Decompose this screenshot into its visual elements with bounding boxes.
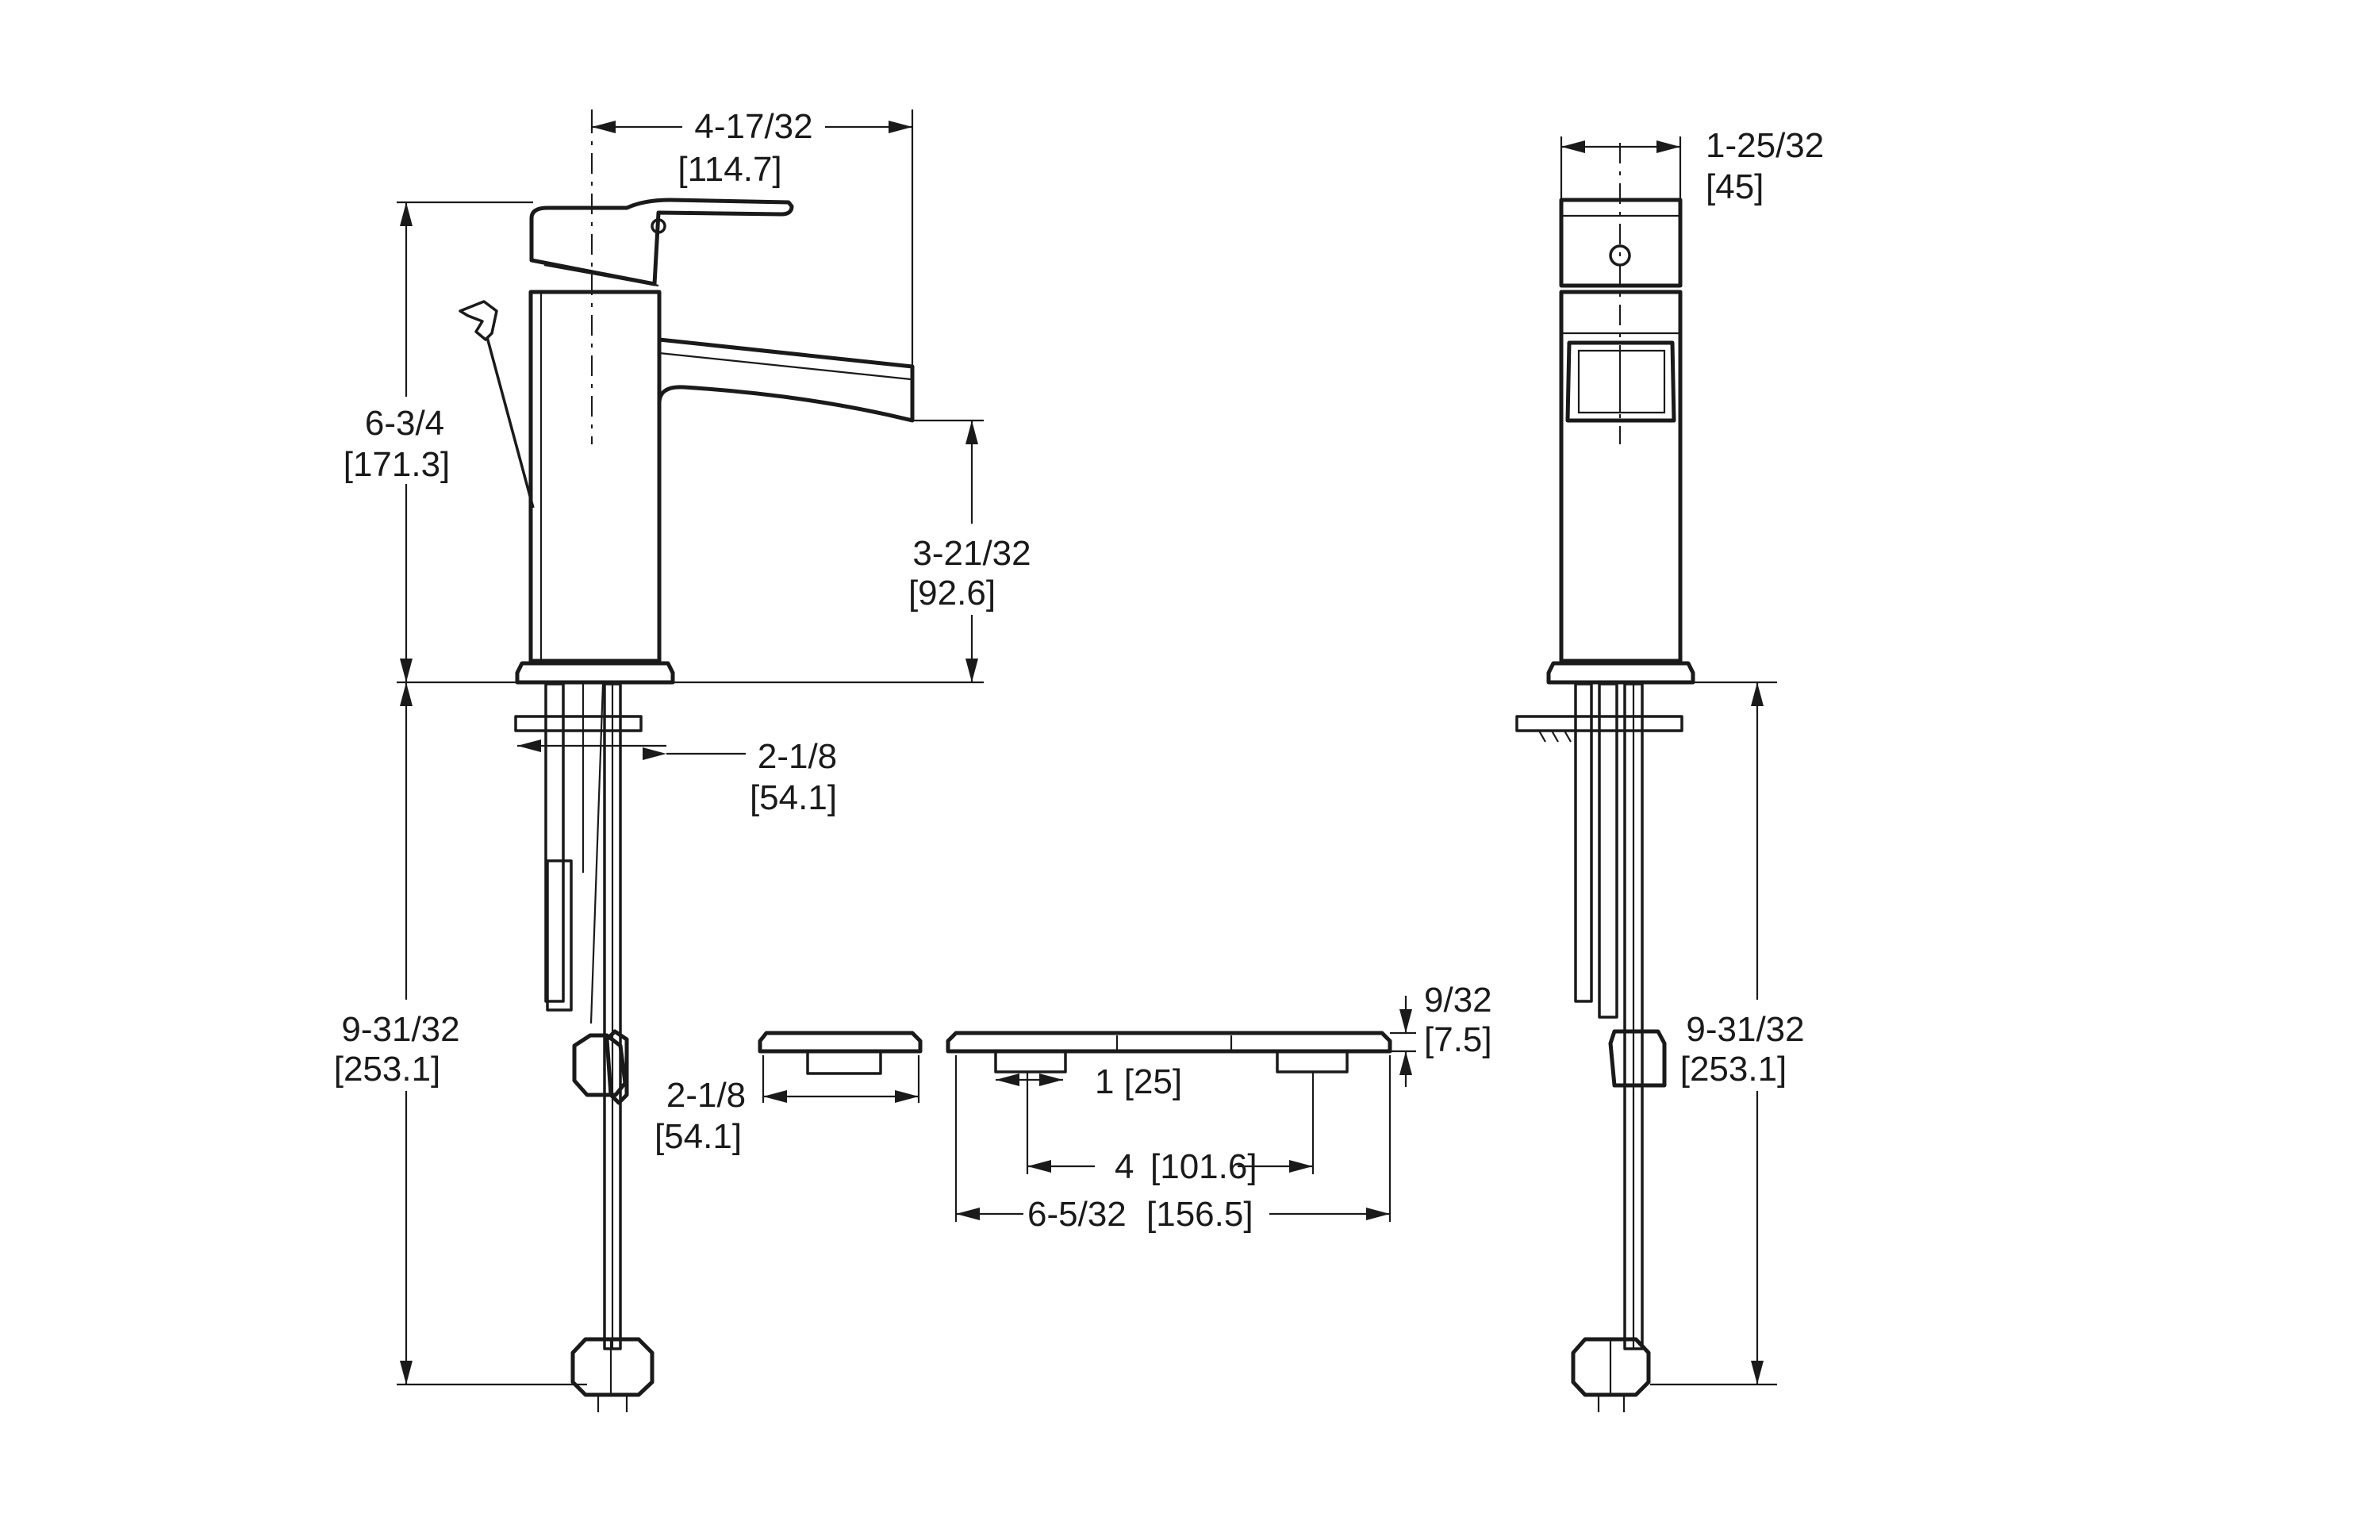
handle-lever xyxy=(529,198,794,286)
deckplate-boss-right xyxy=(1276,1050,1349,1073)
front-handle-hole xyxy=(1609,244,1631,267)
spout-arrow-top xyxy=(965,421,978,444)
deck-arrow-left xyxy=(517,739,541,752)
supply-front-inch-label: 9-31/32 xyxy=(1686,1010,1804,1049)
spout xyxy=(657,337,915,423)
lift-rod-knob xyxy=(459,300,498,341)
reach-arrow-left xyxy=(592,121,616,133)
thick-arrow-top xyxy=(1399,1009,1412,1033)
thick-arrow-bottom xyxy=(1399,1051,1412,1075)
cable-clip-tab xyxy=(605,1029,629,1105)
supply-front-arrow-top xyxy=(1751,682,1764,706)
front-rod xyxy=(1598,682,1618,1019)
front-escutcheon xyxy=(1546,661,1695,685)
gasket-inch-label: 2-1/8 xyxy=(666,1076,746,1115)
gasket-top xyxy=(758,1031,923,1054)
gasket-view: 2-1/8 [54.1] xyxy=(654,1031,923,1156)
height-inch-label: 6-3/4 xyxy=(365,404,444,443)
supply-side-arrow-top xyxy=(400,682,413,706)
front-spout-inner xyxy=(1577,349,1666,414)
gasket-arrow-left xyxy=(763,1090,787,1103)
supply-front-arrow-bottom xyxy=(1751,1361,1764,1384)
length-inch-label: 6-5/32 xyxy=(1027,1195,1127,1234)
spout-mm-label: [92.6] xyxy=(908,574,996,613)
shank xyxy=(544,682,565,1003)
width-arrow-left xyxy=(1561,140,1585,153)
spacing-arrow-left xyxy=(1027,1160,1051,1173)
valve-body xyxy=(528,290,662,663)
front-handle xyxy=(1559,198,1683,288)
thick-inch-label: 9/32 xyxy=(1424,981,1492,1020)
base-escutcheon xyxy=(515,661,675,685)
spacing-inch-label: 4 xyxy=(1115,1147,1134,1186)
length-mm-label: [156.5] xyxy=(1146,1195,1253,1234)
height-arrow-bottom xyxy=(400,659,413,682)
gasket-boss xyxy=(806,1050,882,1075)
supply-side-arrow-bottom xyxy=(400,1361,413,1384)
gasket-mm-label: [54.1] xyxy=(654,1117,742,1156)
lift-rod xyxy=(486,336,535,509)
spout-inch-label: 3-21/32 xyxy=(912,534,1031,573)
supply-side-inch-label: 9-31/32 xyxy=(341,1010,459,1049)
gasket-arrow-right xyxy=(895,1090,919,1103)
front-body xyxy=(1559,290,1683,663)
spacing-mm-label: [101.6] xyxy=(1150,1147,1257,1186)
front-view-dimensions: 1-25/32 [45] 9-31/32 [253.1] xyxy=(1560,126,1824,1386)
handle-underside xyxy=(543,263,659,287)
hole-arrow-left xyxy=(996,1073,1019,1086)
height-arrow-top xyxy=(400,202,413,226)
length-arrow-right xyxy=(1366,1208,1390,1220)
spout-top-edge xyxy=(658,351,912,381)
deckplate xyxy=(946,1031,1392,1054)
deckplate-boss-left xyxy=(994,1050,1067,1073)
deckplate-view: 9/32 [7.5] 1 [25] 4 [101.6] 6-5/32 [156.… xyxy=(946,981,1492,1234)
supply-nut xyxy=(570,1337,654,1397)
mounting-nut xyxy=(514,715,643,732)
deck-inch-label: 2-1/8 xyxy=(758,737,837,776)
hole-inch-label: 1 xyxy=(1095,1062,1114,1101)
side-view xyxy=(459,113,915,1412)
reach-inch-label: 4-17/32 xyxy=(694,107,812,146)
deck-mm-label: [54.1] xyxy=(750,778,837,817)
thick-mm-label: [7.5] xyxy=(1424,1020,1492,1059)
side-view-dimensions: 4-17/32 [114.7] 6-3/4 [171.3] 3-21/32 [9… xyxy=(334,107,1031,1386)
pop-up-body xyxy=(546,859,573,1012)
hole-label: 1 [25] xyxy=(1095,1062,1182,1101)
spacing-arrow-right xyxy=(1289,1160,1313,1173)
reach-arrow-right xyxy=(889,121,912,133)
width-inch-label: 1-25/32 xyxy=(1706,126,1824,165)
hole-arrow-right xyxy=(1039,1073,1063,1086)
pop-up-cable xyxy=(589,683,605,1024)
front-spout-outlet xyxy=(1565,340,1676,423)
height-mm-label: [171.3] xyxy=(344,445,451,484)
cable-clip xyxy=(572,1033,628,1097)
front-view xyxy=(1515,143,1695,1412)
front-shank xyxy=(1574,682,1593,1003)
front-cable-clip xyxy=(1608,1029,1667,1088)
width-mm-label: [45] xyxy=(1706,167,1764,206)
supply-front-mm-label: [253.1] xyxy=(1680,1050,1787,1089)
length-arrow-left xyxy=(956,1208,980,1220)
reach-mm-label: [114.7] xyxy=(678,150,781,189)
hole-mm-label: [25] xyxy=(1124,1062,1182,1101)
width-arrow-right xyxy=(1656,140,1680,153)
front-nut-threads xyxy=(1538,730,1572,743)
supply-side-mm-label: [253.1] xyxy=(334,1050,441,1089)
spout-arrow-bottom xyxy=(965,659,978,682)
handle-screw-hole xyxy=(651,218,666,234)
front-supply-nut xyxy=(1571,1337,1651,1397)
deck-arrow-right xyxy=(643,747,666,760)
